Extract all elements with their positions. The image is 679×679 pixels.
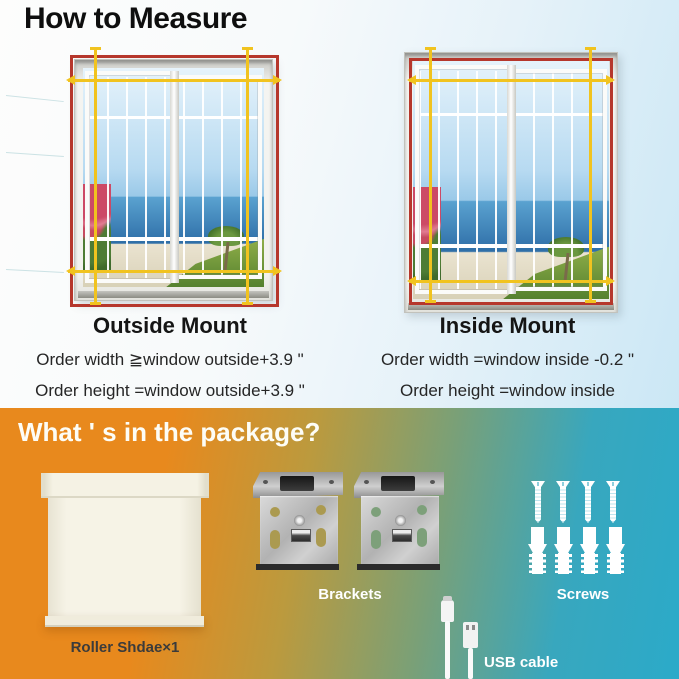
window-frame xyxy=(74,59,273,301)
bracket-hole xyxy=(270,530,281,550)
outside-width-rule: Order width ≧window outside+3.9 " xyxy=(36,350,304,369)
window-scene xyxy=(413,61,609,299)
bracket-hole xyxy=(371,507,382,518)
package-section: What ' s in the package? Roller Shdae×1 xyxy=(0,408,679,679)
page-title: How to Measure xyxy=(24,2,248,35)
screw-icon xyxy=(581,481,595,523)
outside-measure-frame xyxy=(70,55,279,307)
bracket-screw xyxy=(294,515,306,527)
usb-a-connector xyxy=(463,622,478,648)
width-measure-line xyxy=(407,276,615,286)
brackets-label: Brackets xyxy=(318,586,382,603)
usb-cable-graphic xyxy=(468,648,473,679)
roller-shade-label: Roller Shdae×1 xyxy=(70,639,180,656)
window-sill xyxy=(408,303,614,310)
roller-shade-cassette xyxy=(41,473,209,498)
bracket-graphic xyxy=(253,472,343,576)
bracket-hole xyxy=(270,507,281,518)
anchors-row xyxy=(528,527,625,576)
outside-height-rule: Order height =window outside+3.9 " xyxy=(35,381,305,400)
bracket-screw xyxy=(395,515,407,527)
inside-mount-window-figure xyxy=(396,45,628,317)
screws-row xyxy=(531,481,620,523)
package-title: What ' s in the package? xyxy=(18,417,321,447)
screw-icon xyxy=(531,481,545,523)
width-measure-line xyxy=(407,75,615,85)
background-line xyxy=(5,152,64,158)
outside-mount-title: Outside Mount xyxy=(93,313,247,338)
outside-mount-text-block: Outside Mount Order width ≧window outsid… xyxy=(10,313,330,401)
usb-cable-label: USB cable xyxy=(484,654,559,671)
wall-anchor-icon xyxy=(528,527,547,576)
bracket-clip xyxy=(280,476,315,491)
background-line xyxy=(5,95,64,103)
screw-icon xyxy=(606,481,620,523)
inside-height-rule: Order height =window inside xyxy=(400,381,615,400)
bracket-hole xyxy=(416,504,427,515)
roller-shade-fabric xyxy=(48,498,201,616)
bracket-hole xyxy=(315,527,326,547)
screws-label: Screws xyxy=(556,586,610,603)
window-sill xyxy=(78,291,269,298)
bracket-hole xyxy=(371,530,382,550)
bracket-graphic xyxy=(354,472,444,576)
width-measure-line xyxy=(66,75,282,85)
window-scene xyxy=(83,68,264,287)
inside-mount-text-block: Inside Mount Order width =window inside … xyxy=(350,313,665,401)
bracket-hole xyxy=(315,504,326,515)
width-measure-line xyxy=(66,266,282,276)
bracket-tab xyxy=(392,528,413,542)
screw-icon xyxy=(556,481,570,523)
background-line xyxy=(5,269,64,274)
height-measure-line xyxy=(90,47,101,305)
window-center-bar xyxy=(507,64,517,295)
how-to-measure-section: How to Measure xyxy=(0,0,679,408)
wall-anchor-icon xyxy=(554,527,573,576)
outside-mount-window-figure xyxy=(62,45,288,309)
bracket-clip xyxy=(381,476,416,491)
bracket-tab xyxy=(291,528,312,542)
height-measure-line xyxy=(425,47,436,303)
height-measure-line xyxy=(585,47,596,303)
height-measure-line xyxy=(242,47,253,305)
window-center-bar xyxy=(169,71,179,283)
window-frame xyxy=(404,52,618,313)
inside-measure-frame xyxy=(409,58,613,305)
usb-micro-connector xyxy=(441,596,454,622)
bracket-hole xyxy=(416,527,427,547)
inside-width-rule: Order width =window inside -0.2 " xyxy=(380,350,635,369)
wall-anchor-icon xyxy=(580,527,599,576)
usb-cable-graphic xyxy=(445,621,450,679)
inside-mount-title: Inside Mount xyxy=(439,313,576,338)
wall-anchor-icon xyxy=(606,527,625,576)
roller-shade-bottom-bar xyxy=(45,616,204,627)
